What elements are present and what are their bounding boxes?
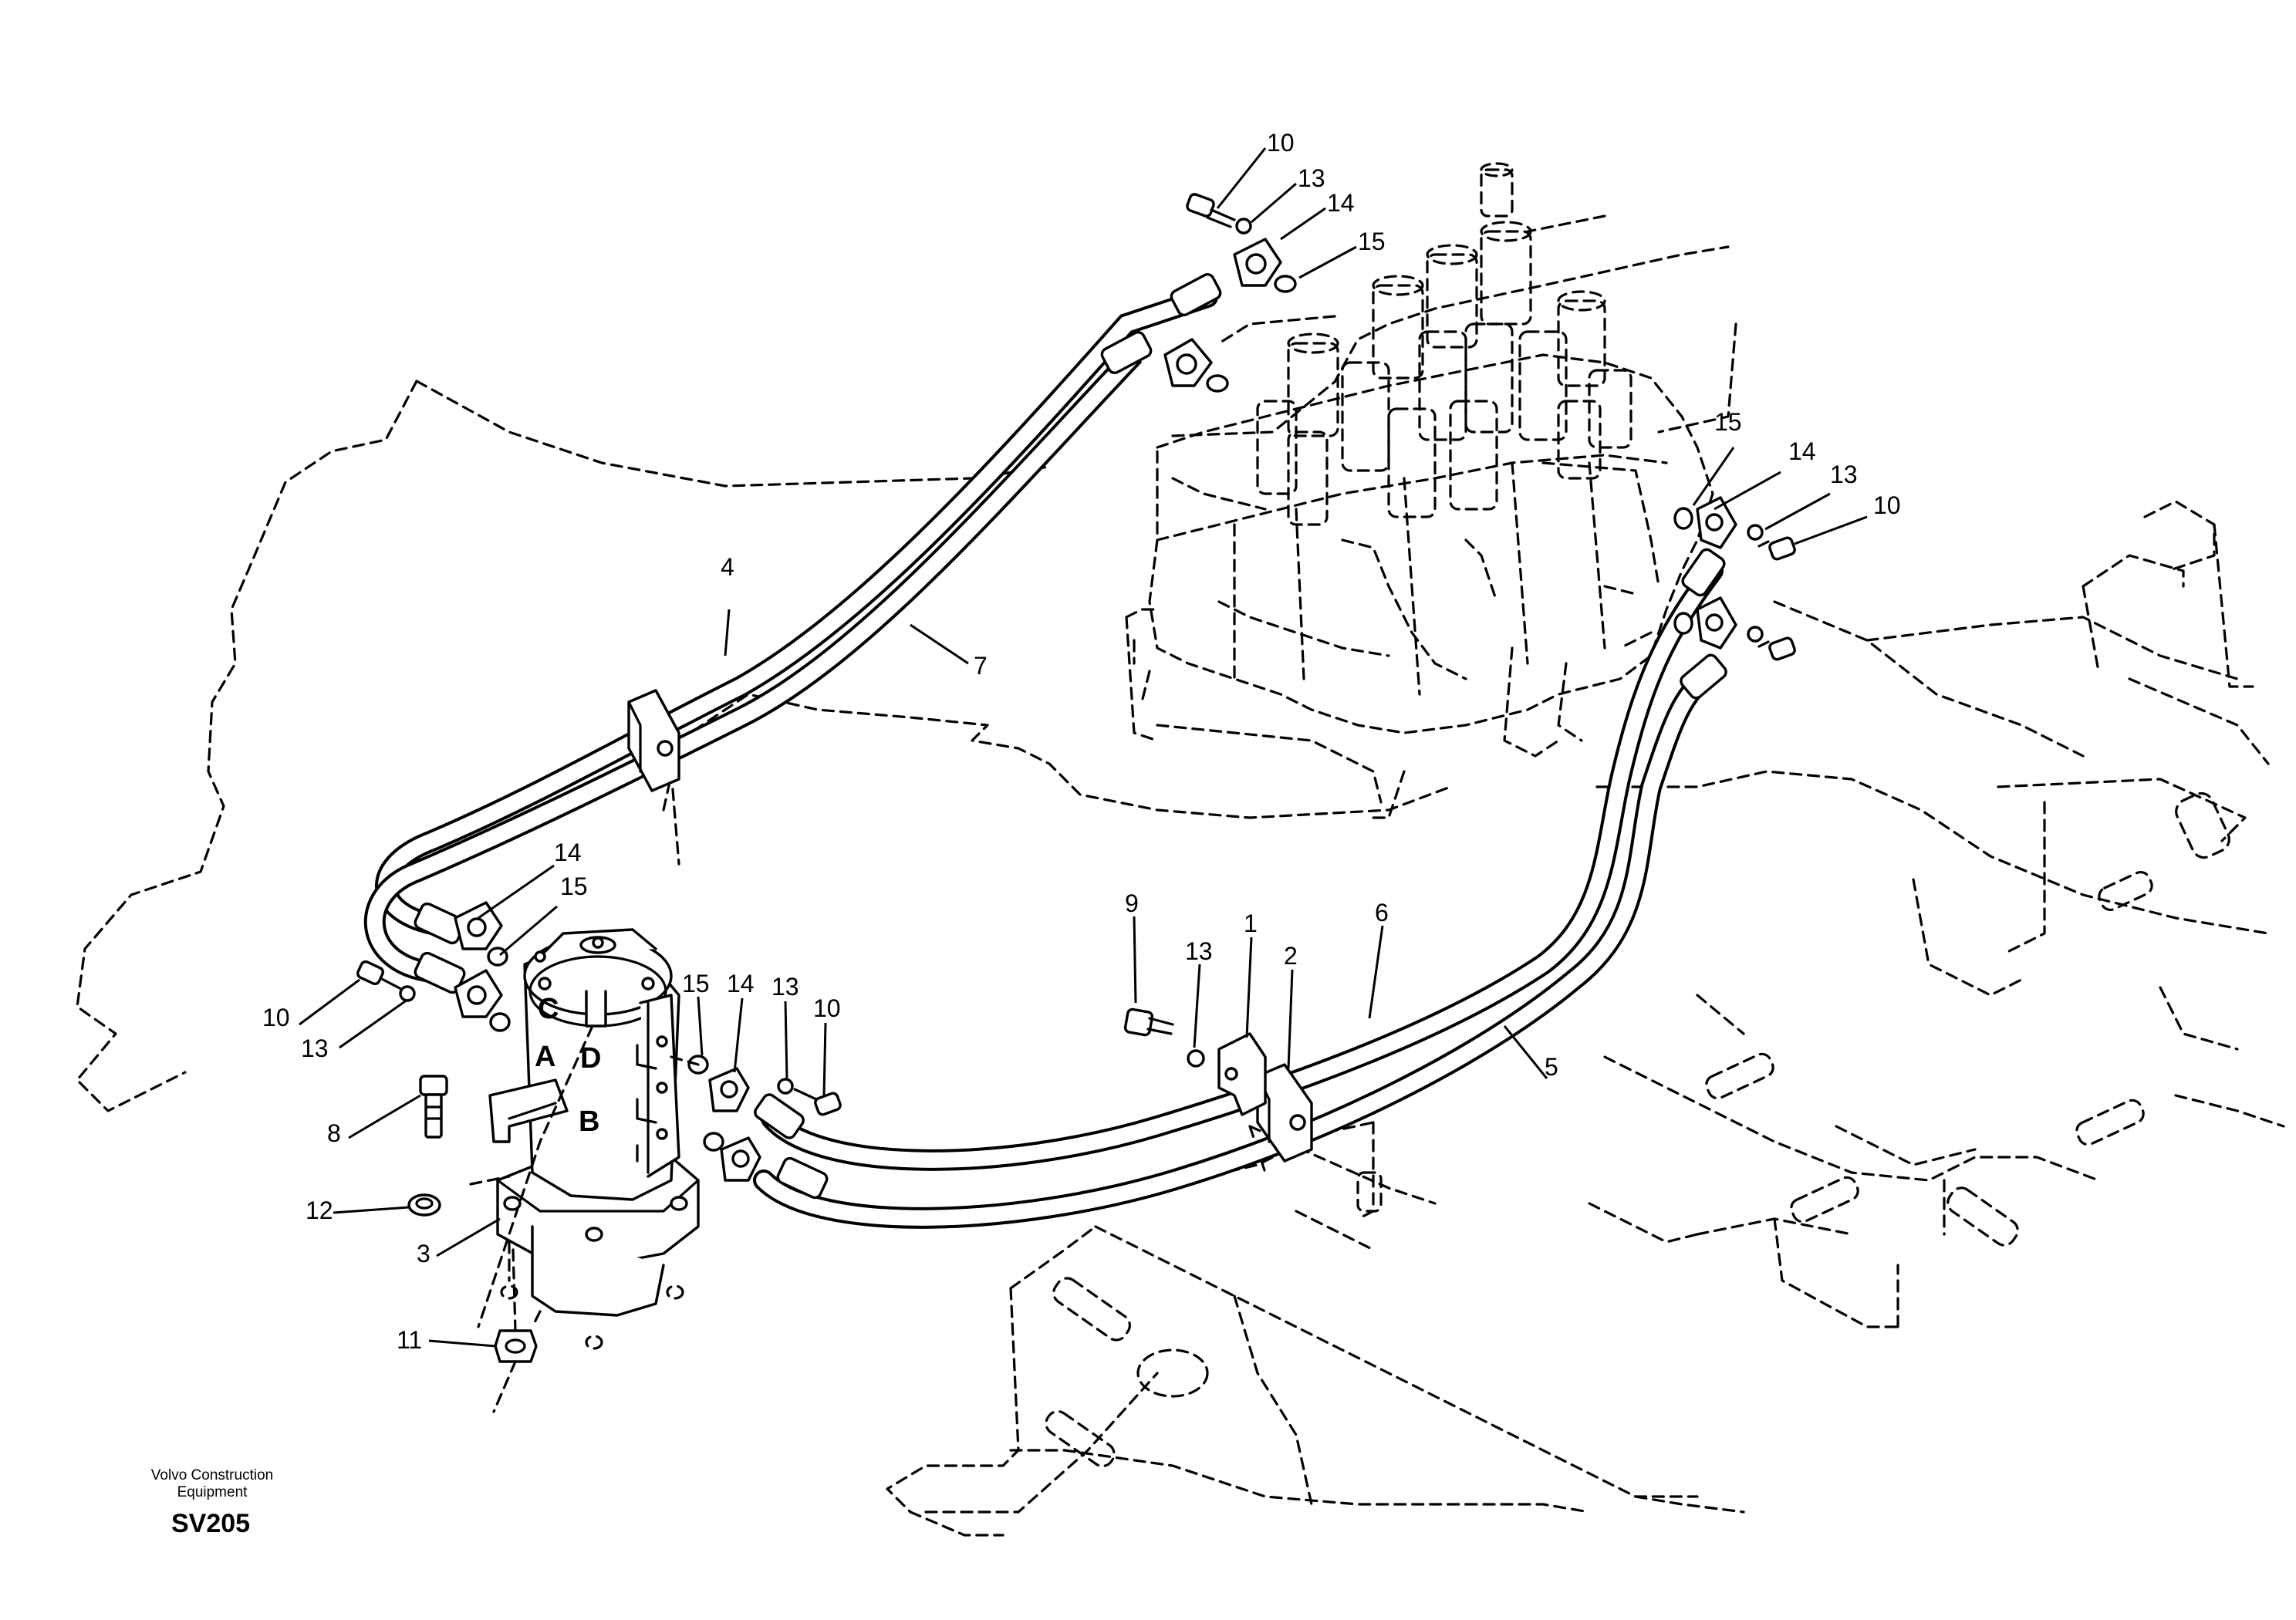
callout-14-top: 14 [1327, 189, 1355, 217]
leader-lines [299, 147, 1868, 1348]
upper-frame-outline [76, 214, 1737, 1112]
callout-14-right: 14 [1788, 437, 1816, 465]
diagram-code: SV205 [171, 1509, 251, 1538]
callout-numbers: 10 13 14 15 15 14 13 10 4 7 14 15 10 13 … [262, 129, 1901, 1354]
callout-5: 5 [1545, 1053, 1558, 1081]
callout-10-left: 10 [262, 1004, 290, 1031]
callout-1: 1 [1244, 910, 1258, 937]
washers [399, 218, 1764, 1217]
callout-15-left: 15 [560, 872, 588, 900]
callout-13-left: 13 [301, 1034, 329, 1062]
callout-13-lower: 13 [1185, 937, 1213, 965]
hose-5-6-bundle [753, 560, 1724, 1229]
callout-13-right: 13 [1830, 461, 1858, 488]
callout-10-right: 10 [1873, 491, 1901, 519]
callout-10-top: 10 [1267, 129, 1295, 157]
spool-caps [1256, 162, 1633, 526]
callout-13-mid: 13 [772, 973, 799, 1001]
callout-7: 7 [974, 652, 988, 680]
o-rings [487, 275, 1693, 1152]
callout-11: 11 [397, 1326, 422, 1354]
brand-block: Volvo Construction Equipment [116, 1467, 309, 1501]
flanges [454, 238, 1737, 1182]
hose-end-fittings [414, 273, 1727, 1200]
swivel-joint [488, 928, 700, 1350]
port-b-label: B [579, 1105, 599, 1138]
port-a-label: A [535, 1041, 555, 1073]
callout-9: 9 [1125, 889, 1139, 917]
callout-15-top: 15 [1358, 228, 1386, 255]
hose-4-7-bundle [363, 286, 1218, 983]
callout-14-mid: 14 [727, 970, 755, 997]
callout-6: 6 [1375, 899, 1389, 926]
brand-line-2: Equipment [177, 1484, 248, 1500]
chassis-outline [662, 500, 2285, 1537]
chassis-holes [1045, 791, 2230, 1468]
callout-8: 8 [327, 1119, 341, 1147]
callout-13-top: 13 [1298, 164, 1325, 192]
callout-14-left: 14 [554, 839, 582, 866]
callout-10-mid: 10 [813, 994, 841, 1022]
port-d-label: D [580, 1042, 601, 1075]
callout-15-mid: 15 [682, 970, 710, 997]
callout-4: 4 [721, 553, 734, 581]
bolts [356, 193, 1796, 1363]
bracket-1 [1217, 1032, 1267, 1116]
callout-2: 2 [1284, 942, 1298, 970]
dashed-axis-lines [469, 1024, 700, 1413]
hose-clamp-upper [627, 689, 680, 792]
callout-3: 3 [417, 1240, 430, 1267]
callout-12: 12 [306, 1196, 333, 1224]
port-c-label: C [538, 993, 559, 1025]
callout-15-right: 15 [1714, 408, 1742, 436]
brand-line-1: Volvo Construction [150, 1467, 274, 1483]
swivel-port-labels: C A D B [535, 993, 601, 1138]
